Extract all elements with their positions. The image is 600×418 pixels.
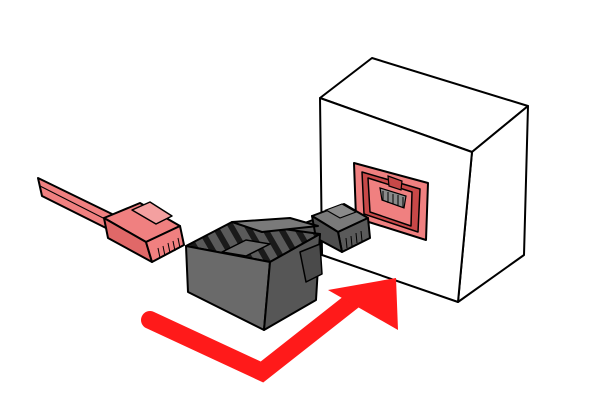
rj45-plug-icon <box>103 201 185 263</box>
inline-adapter-icon <box>185 203 371 331</box>
ethernet-cable-icon <box>37 177 113 231</box>
ethernet-port-icon <box>353 162 429 241</box>
insert-direction-arrow <box>141 278 398 383</box>
network-device-icon <box>319 57 529 303</box>
